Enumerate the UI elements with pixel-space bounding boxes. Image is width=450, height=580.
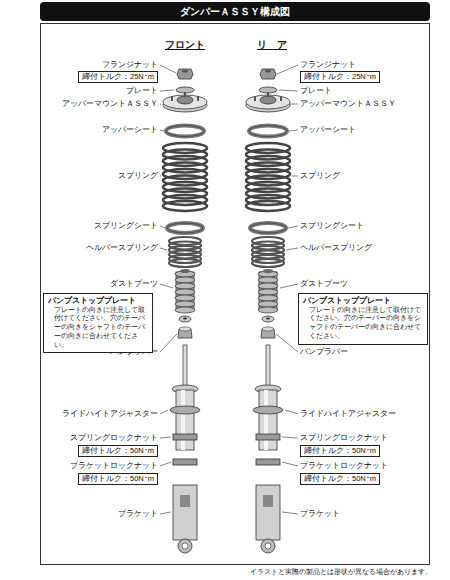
- torque-box: 締付トルク：50N･m: [300, 445, 380, 457]
- rear-damper: [246, 69, 290, 553]
- part-name: プレート: [126, 86, 158, 95]
- part-name: スプリングシート: [94, 221, 158, 230]
- part-name: スプリング: [118, 171, 158, 180]
- part-name: ライドハイトアジャスター: [62, 409, 158, 418]
- torque-text: 締付トルク：50N･m: [304, 474, 376, 484]
- part-name: プレート: [300, 86, 332, 95]
- part-name: アッパーマウントＡＳＳＹ: [300, 99, 396, 108]
- title-bar: [40, 2, 430, 21]
- part-name: スプリング: [300, 171, 340, 180]
- column-heading: フロント: [165, 39, 205, 51]
- note-box: バンプストッププレートプレートの向きに注意して取付けてください。穴のテーパーの向…: [43, 293, 153, 353]
- torque-text: 締付トルク：50N･m: [82, 446, 154, 456]
- footnote: イラストと実際の製品とは形状が異なる場合があります。: [250, 568, 432, 575]
- part-name: ヘルパースプリング: [86, 243, 158, 252]
- torque-text: 締付トルク：25N･m: [82, 72, 154, 82]
- panel-frame: [41, 24, 430, 565]
- part-name: フランジナット: [300, 60, 356, 69]
- front-damper: [163, 69, 207, 553]
- leader-lines: [160, 65, 298, 514]
- part-name: バンプラバー: [300, 347, 348, 356]
- part-name: ブラケット: [118, 509, 158, 518]
- torque-box: 締付トルク：25N･m: [300, 71, 380, 83]
- part-name: ブラケット: [300, 509, 340, 518]
- part-name: ヘルパースプリング: [300, 243, 372, 252]
- part-name: ダストブーツ: [110, 279, 158, 288]
- note-box: バンプストッププレートプレートの向きに注意して取付けてください。穴のテーパーの向…: [298, 293, 428, 345]
- title-text: ダンパーＡＳＳＹ構成図: [44, 3, 426, 20]
- part-name: ダストブーツ: [300, 279, 348, 288]
- note-heading: バンプストッププレート: [48, 296, 148, 306]
- torque-box: 締付トルク：25N･m: [78, 71, 158, 83]
- part-name: アッパーシート: [300, 125, 356, 134]
- part-name: アッパーシート: [102, 125, 158, 134]
- note-body: プレートの向きに注意して取付けてください。穴のテーパーの向きをシャフトのテーパー…: [48, 306, 148, 350]
- part-name: スプリングロックナット: [300, 433, 388, 442]
- torque-box: 締付トルク：50N･m: [300, 473, 380, 485]
- torque-box: 締付トルク：50N･m: [78, 445, 158, 457]
- part-name: ブラケットロックナット: [70, 461, 158, 470]
- note-body: プレートの向きに注意して取付けてください。穴のテーパーの向きをシャフトのテーパー…: [303, 306, 423, 341]
- part-name: フランジナット: [102, 60, 158, 69]
- torque-text: 締付トルク：25N･m: [304, 72, 376, 82]
- part-name: ブラケットロックナット: [300, 461, 388, 470]
- torque-box: 締付トルク：50N･m: [78, 473, 158, 485]
- part-name: スプリングロックナット: [70, 433, 158, 442]
- note-heading: バンプストッププレート: [303, 296, 423, 306]
- torque-text: 締付トルク：50N･m: [82, 474, 154, 484]
- part-name: ライドハイトアジャスター: [300, 409, 396, 418]
- column-heading: リ ア: [257, 39, 287, 51]
- part-name: アッパーマウントＡＳＳＹ: [62, 99, 158, 108]
- part-name: スプリングシート: [300, 221, 364, 230]
- torque-text: 締付トルク：50N･m: [304, 446, 376, 456]
